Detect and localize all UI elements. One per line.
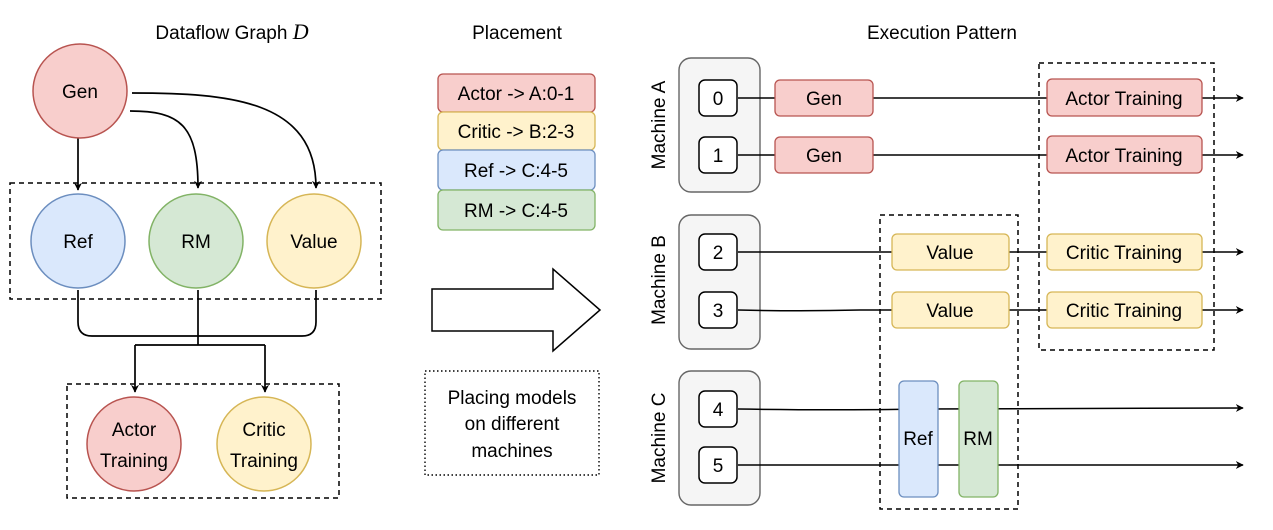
task-critic-training-gpu2-label: Critic Training [1066,243,1182,264]
task-gen-gpu0-label: Gen [806,89,842,110]
task-value-gpu2: Value [891,233,1010,271]
gpu-0-label: 0 [713,89,724,110]
task-critic-training-gpu2: Critic Training [1046,233,1203,271]
placement-item-rm-label: RM -> C:4-5 [464,201,568,222]
gpu-3-label: 3 [713,301,724,322]
node-actor-training: Actor Training [86,396,182,492]
gpu-0: 0 [698,79,738,117]
node-ref-label: Ref [63,232,93,253]
task-gen-gpu1-label: Gen [806,146,842,167]
task-ref: Ref [898,380,939,498]
task-rm: RM [958,380,999,498]
task-actor-training-gpu0-label: Actor Training [1065,89,1182,110]
node-ref: Ref [30,193,126,289]
task-critic-training-gpu3: Critic Training [1046,291,1203,329]
task-actor-training-gpu0: Actor Training [1046,78,1203,117]
task-value-gpu3-label: Value [926,301,973,322]
placement-item-ref-label: Ref -> C:4-5 [464,161,568,182]
placement-note-line-1: Placing models [448,388,577,409]
gpu-2-label: 2 [713,243,724,264]
machine-b-label: Machine B [649,235,670,325]
node-actor-training-label-2: Training [100,451,168,472]
dataflow-title: Dataflow Graph D [155,19,308,44]
task-gen-gpu1: Gen [774,136,874,174]
placement-title: Placement [472,23,562,44]
task-value-gpu2-label: Value [926,243,973,264]
placement-item-actor-label: Actor -> A:0-1 [458,84,575,105]
task-critic-training-gpu3-label: Critic Training [1066,301,1182,322]
node-value: Value [266,193,362,289]
exec-group-training [1038,62,1215,351]
dataflow-edges [74,92,320,393]
task-ref-label: Ref [903,429,933,450]
placement-item-actor: Actor -> A:0-1 [437,73,596,113]
placement-item-rm: RM -> C:4-5 [437,189,596,231]
placement-arrow-icon [431,267,602,353]
task-gen-gpu0: Gen [774,79,874,117]
task-rm-label: RM [963,429,993,450]
node-gen-label: Gen [62,82,98,103]
execution-title: Execution Pattern [867,23,1017,44]
machine-a-label: Machine A [649,80,670,169]
node-critic-training-label-2: Training [230,451,298,472]
placement-item-critic: Critic -> B:2-3 [437,111,596,151]
task-actor-training-gpu1: Actor Training [1046,135,1203,174]
node-value-label: Value [290,232,337,253]
dataflow-group-training [66,383,340,499]
task-actor-training-gpu1-label: Actor Training [1065,146,1182,167]
machine-c-label: Machine C [649,393,670,484]
gpu-1-label: 1 [713,146,724,167]
node-critic-training: Critic Training [216,396,312,492]
node-critic-training-label-1: Critic [242,420,285,441]
placement-item-critic-label: Critic -> B:2-3 [458,122,575,143]
gpu-2: 2 [698,233,738,271]
placement-note-line-3: machines [471,441,552,462]
node-gen: Gen [32,43,128,139]
gpu-5: 5 [698,446,738,484]
gpu-5-label: 5 [713,456,724,477]
placement-note-line-2: on different [465,414,560,435]
gpu-3: 3 [698,291,738,329]
gpu-1: 1 [698,136,738,174]
node-actor-training-label-1: Actor [112,420,157,441]
gpu-4: 4 [698,390,738,428]
placement-item-ref: Ref -> C:4-5 [437,149,596,191]
task-value-gpu3: Value [891,291,1010,329]
placement-note: Placing models on different machines [424,370,600,476]
node-rm: RM [148,193,244,289]
node-rm-label: RM [181,232,211,253]
gpu-4-label: 4 [713,400,724,421]
